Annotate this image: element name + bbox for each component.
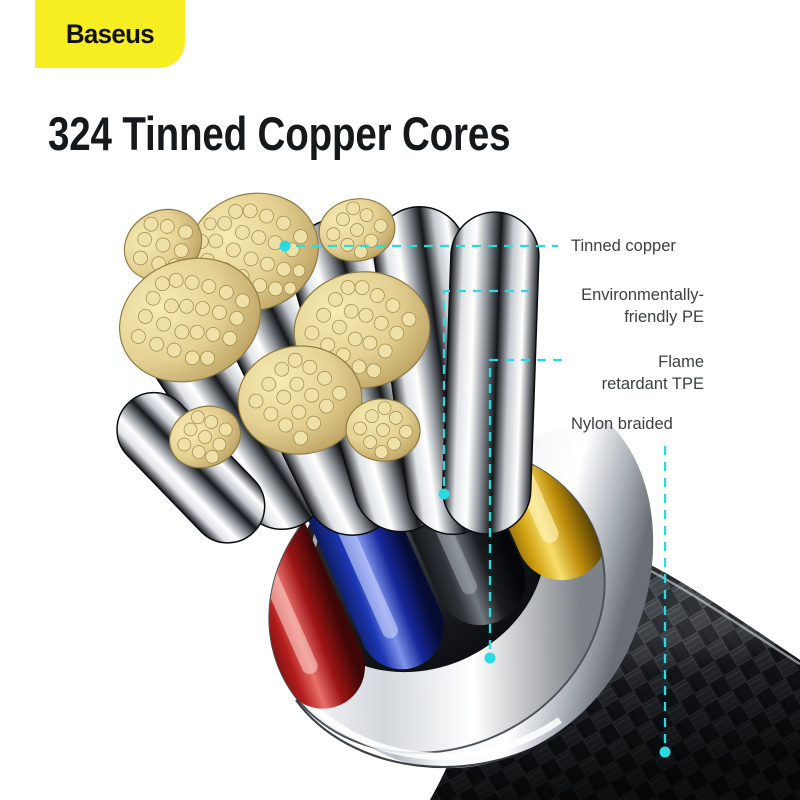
leader-environmentally-friendly-pe [442,289,530,494]
callout-label-environmentally-friendly-pe: Environmentally- friendly PE [581,286,704,326]
anchor-dot-flame-retardant-tpe [484,652,496,664]
anchor-dot-environmentally-friendly-pe [438,488,450,500]
page-title: 324 Tinned Copper Cores [48,107,511,160]
brand-name: Baseus [65,18,155,49]
leader-flame-retardant-tpe [488,358,562,658]
anchor-dot-tinned-copper [279,240,291,252]
anchor-dot-nylon-braided [659,746,671,758]
callout-label-tinned-copper: Tinned copper [571,237,676,255]
callout-label-nylon-braided: Nylon braided [571,415,673,433]
callout-leader-lines [296,244,667,752]
copper-core-faces [118,192,431,469]
brand-badge: Baseus [35,0,185,68]
callout-label-flame-retardant-tpe: Flame retardant TPE [601,353,704,393]
